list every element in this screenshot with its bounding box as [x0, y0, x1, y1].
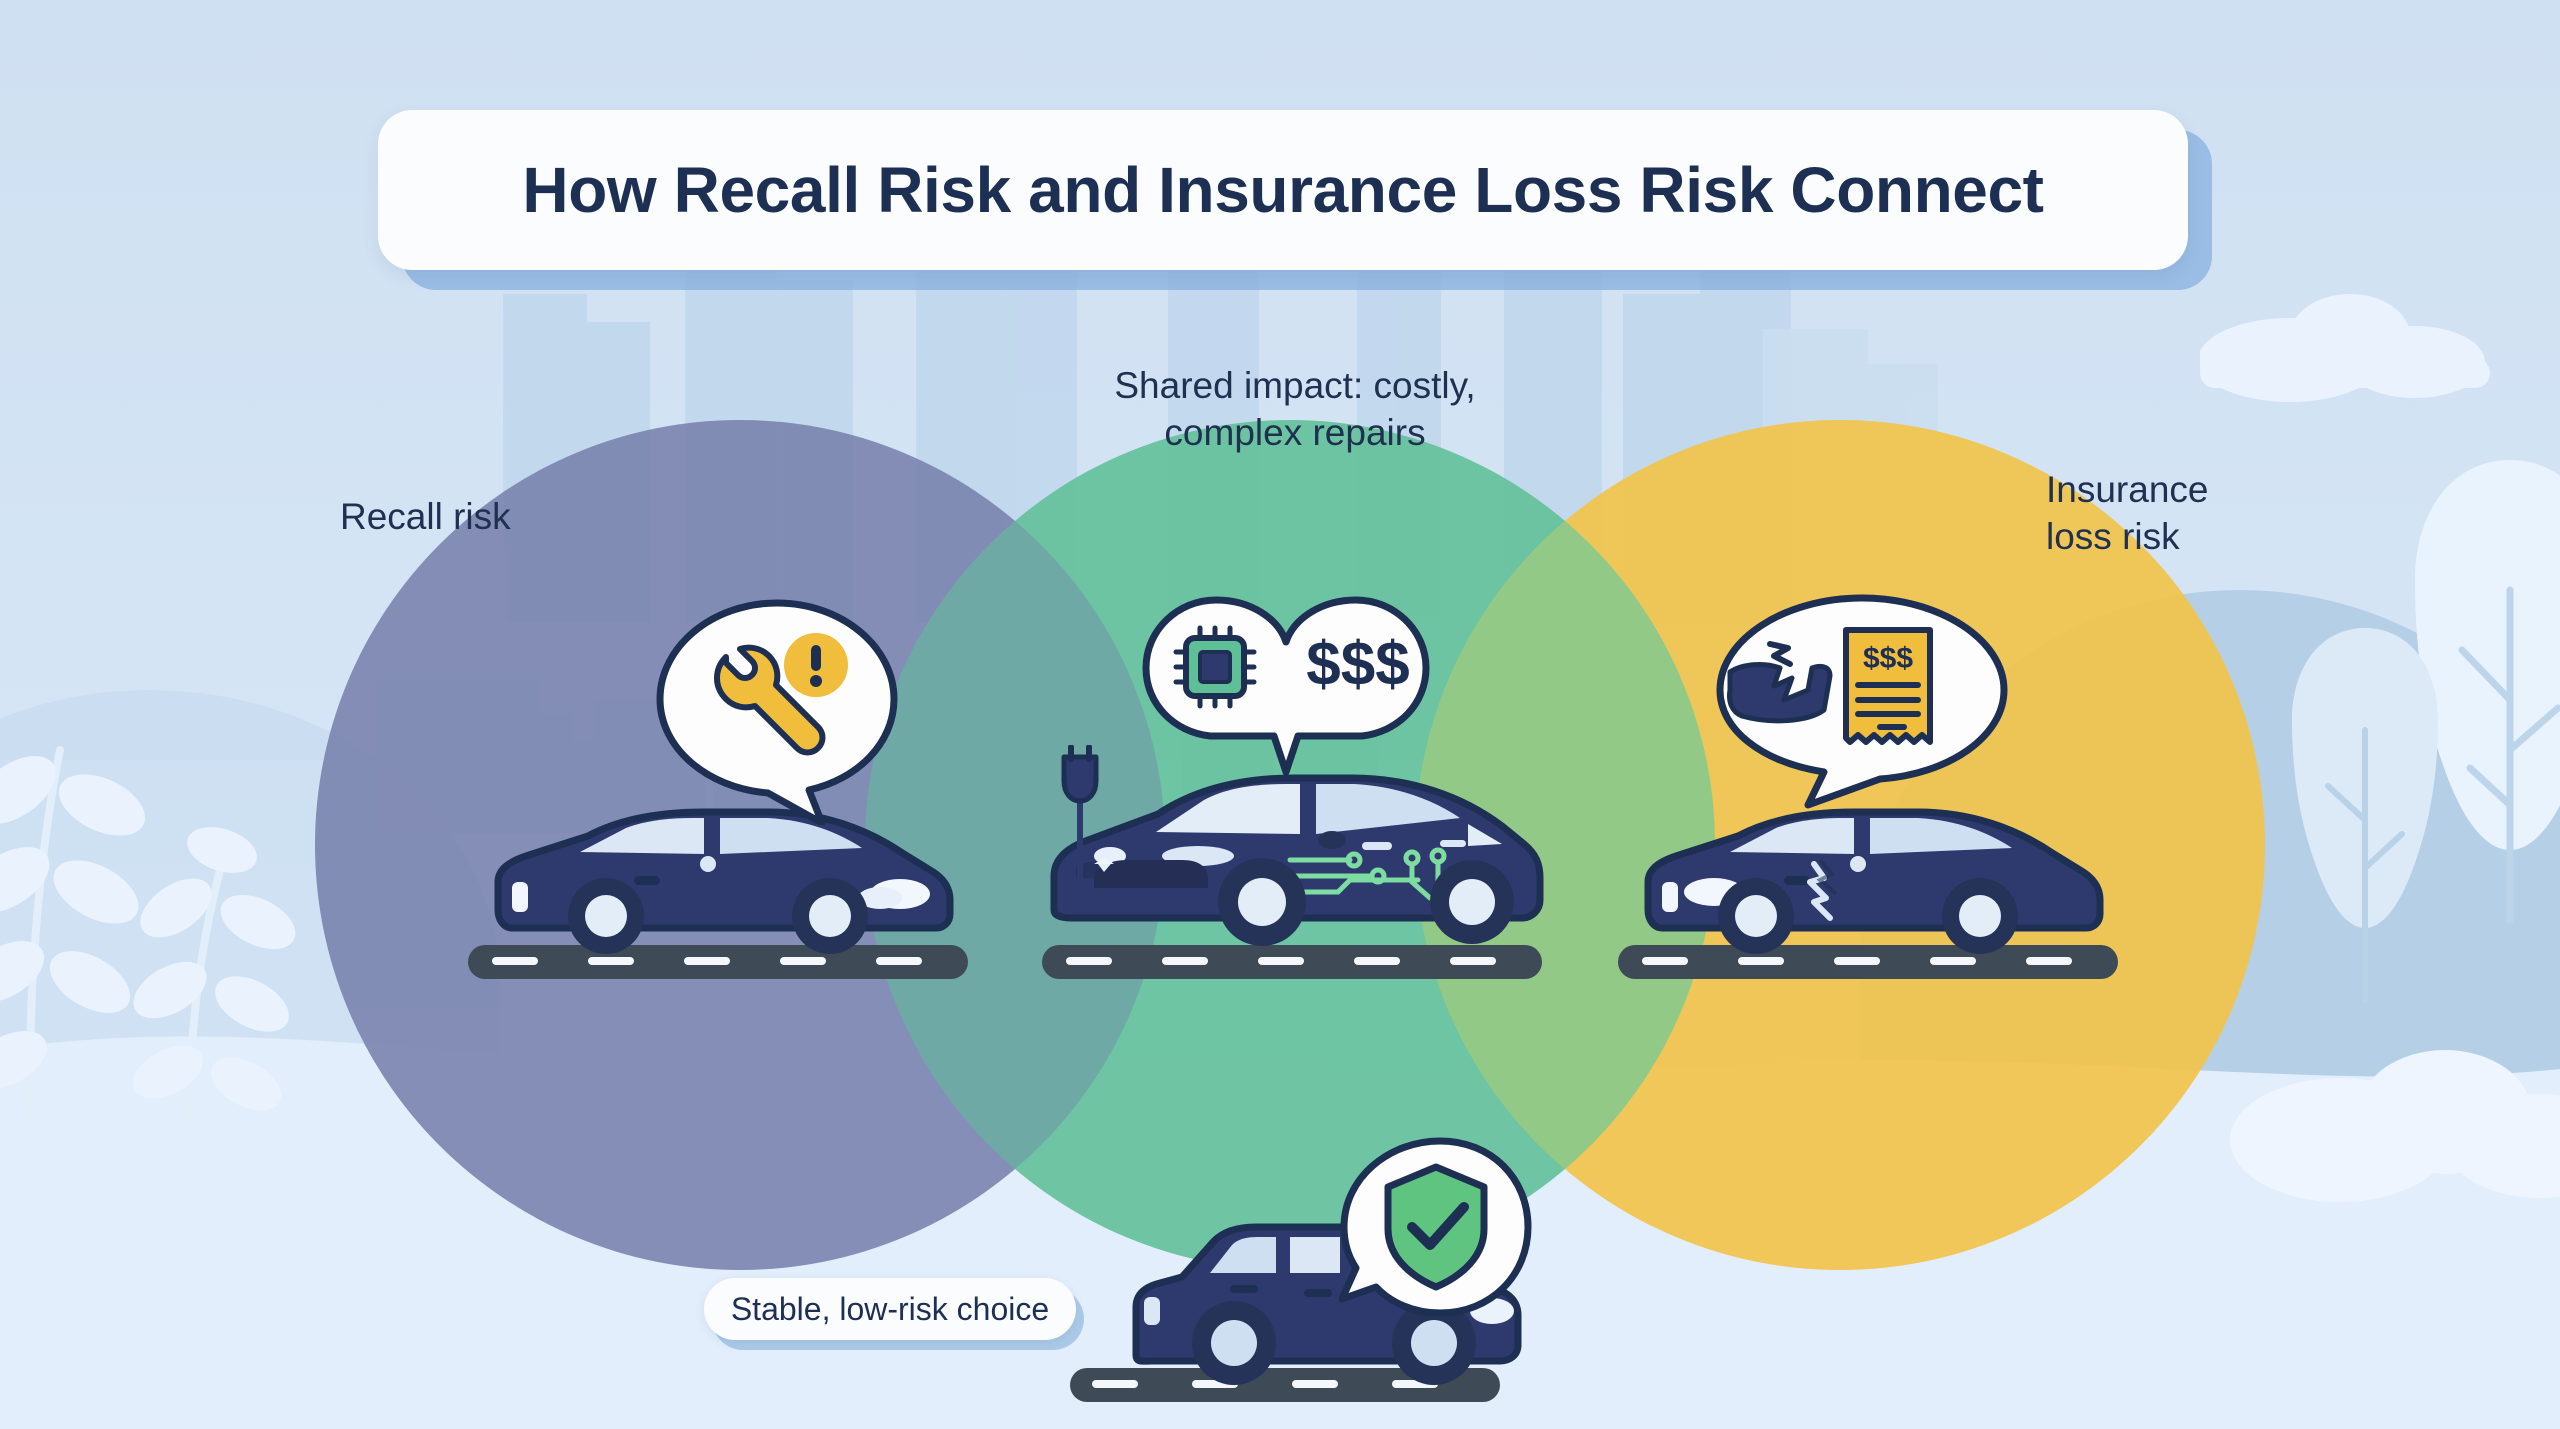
shield-check-icon [1384, 1163, 1488, 1291]
wrench-icon [714, 644, 826, 756]
invoice-icon: $$$ [1843, 627, 1933, 745]
alert-exclamation-icon [784, 633, 848, 697]
title-card: How Recall Risk and Insurance Loss Risk … [378, 110, 2188, 270]
road-insurance [1618, 945, 2118, 979]
page-title: How Recall Risk and Insurance Loss Risk … [522, 154, 2044, 226]
road-shared [1042, 945, 1542, 979]
bubble-recall-risk [656, 599, 898, 825]
bubble-insurance-loss: $$$ [1716, 594, 2008, 809]
stable-choice-pill: Stable, low-risk choice [704, 1278, 1076, 1340]
pill-label: Stable, low-risk choice [730, 1290, 1050, 1327]
dollar-signs-icon: $$$ [1306, 630, 1409, 699]
vehicle-insurance-car [1644, 808, 2104, 954]
microchip-icon [1173, 625, 1257, 709]
vehicle-recall-car [494, 808, 954, 954]
venn-overlap-left-center [865, 420, 1165, 1270]
venn-overlap-center-right [1415, 420, 1715, 1270]
label-recall-risk: Recall risk [340, 496, 511, 537]
charge-plug-icon [1061, 745, 1099, 883]
vehicle-shared-ev [1050, 774, 1544, 946]
bubble-safe-choice [1338, 1137, 1532, 1317]
label-insurance-loss: Insurance loss risk [2046, 469, 2209, 558]
label-shared-impact: Shared impact: costly, complex repairs [1114, 365, 1476, 454]
crash-damage-icon [1727, 641, 1833, 724]
bubble-shared-impact: $$$ [1142, 596, 1430, 776]
road-recall [468, 945, 968, 979]
svg-text:$$$: $$$ [1863, 642, 1913, 675]
